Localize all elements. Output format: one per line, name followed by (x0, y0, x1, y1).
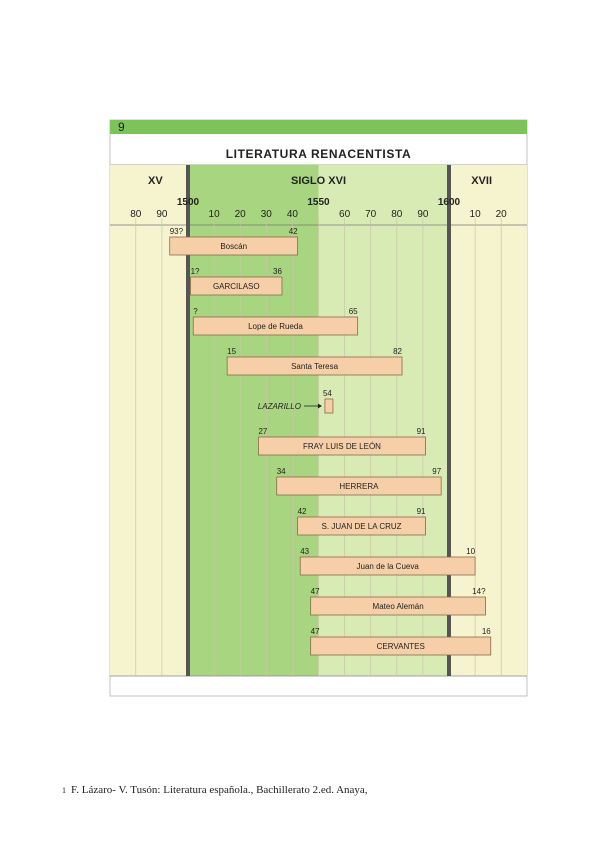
bar-start-label: ? (193, 307, 198, 316)
bar-name-label: GARCILASO (213, 282, 260, 291)
century-label: XV (148, 175, 163, 187)
bar-name-label: CERVANTES (377, 642, 425, 651)
author-bar (192, 316, 359, 336)
tick-label: 1500 (177, 197, 200, 208)
author-bar-group: 47 14? Mateo Alemán (310, 587, 486, 616)
bar-start-label: 47 (311, 587, 320, 596)
footnote-text: F. Lázaro- V. Tusón: Literatura española… (71, 784, 368, 796)
tick-label: 10 (470, 209, 482, 220)
tick-label: 20 (496, 209, 508, 220)
bar-name-label: Mateo Alemán (373, 602, 424, 611)
bar-end-label: 36 (273, 267, 282, 276)
bar-name-label: HERRERA (339, 482, 379, 491)
bar-name-label: FRAY LUIS DE LEÓN (303, 442, 381, 451)
bar-end-label: 16 (482, 627, 491, 636)
author-bar (226, 356, 403, 376)
author-bar (190, 276, 283, 296)
author-bar (310, 596, 486, 616)
bar-name-label: Boscán (220, 242, 247, 251)
tick-label: 70 (365, 209, 377, 220)
author-bar (169, 236, 299, 256)
footnote-number: 1 (62, 786, 66, 795)
bar-end-label: 91 (417, 427, 426, 436)
bar-start-label: 15 (227, 347, 236, 356)
author-bar-group: 42 91 S. JUAN DE LA CRUZ (297, 507, 426, 536)
page-number: 9 (118, 120, 125, 134)
bar-end-label: 14? (472, 587, 486, 596)
tick-label: 30 (261, 209, 273, 220)
pointer-arrow-head (317, 403, 322, 409)
bar-name-label: S. JUAN DE LA CRUZ (322, 522, 402, 531)
bar-start-label: 1? (191, 267, 200, 276)
bar-start-label: 47 (311, 627, 320, 636)
bar-name-label: LAZARILLO (258, 402, 301, 411)
bar-start-label: 93? (170, 227, 184, 236)
bar-end-label: 97 (432, 467, 441, 476)
century-divider (447, 165, 451, 676)
bar-end-label: 65 (349, 307, 358, 316)
author-bar (276, 476, 442, 496)
header-bar (110, 120, 527, 134)
author-bar (258, 436, 426, 456)
tick-label: 1600 (438, 197, 461, 208)
tick-label: 40 (287, 209, 299, 220)
tick-label: 90 (156, 209, 168, 220)
bar-start-label: 27 (258, 427, 267, 436)
author-bar (299, 556, 476, 576)
bar-end-label: 10 (466, 547, 475, 556)
author-bar (324, 398, 334, 414)
bar-end-label: 82 (393, 347, 402, 356)
tick-label: 10 (209, 209, 221, 220)
tick-label: 80 (130, 209, 142, 220)
author-bar (310, 636, 492, 656)
author-bar (297, 516, 426, 536)
century-label: XVII (471, 175, 492, 187)
chart-title: LITERATURA RENACENTISTA (226, 147, 412, 161)
century-labels: XV SIGLO XVI XVII (148, 175, 492, 187)
tick-label: 80 (391, 209, 403, 220)
bar-end-label: 54 (323, 389, 332, 398)
tick-label: 20 (235, 209, 247, 220)
bar-name-label: Santa Teresa (291, 362, 339, 371)
tick-label: 90 (417, 209, 429, 220)
century-label: SIGLO XVI (291, 175, 346, 187)
bar-start-label: 34 (277, 467, 286, 476)
footnote: 1 F. Lázaro- V. Tusón: Literatura español… (62, 784, 368, 796)
tick-label: 1550 (307, 197, 330, 208)
bar-name-label: Juan de la Cueva (357, 562, 420, 571)
bar-end-label: 42 (289, 227, 298, 236)
century-divider (186, 165, 190, 676)
bar-end-label: 91 (417, 507, 426, 516)
bar-start-label: 42 (298, 507, 307, 516)
bar-name-label: Lope de Rueda (248, 322, 303, 331)
tick-label: 60 (339, 209, 351, 220)
bar-start-label: 43 (300, 547, 309, 556)
